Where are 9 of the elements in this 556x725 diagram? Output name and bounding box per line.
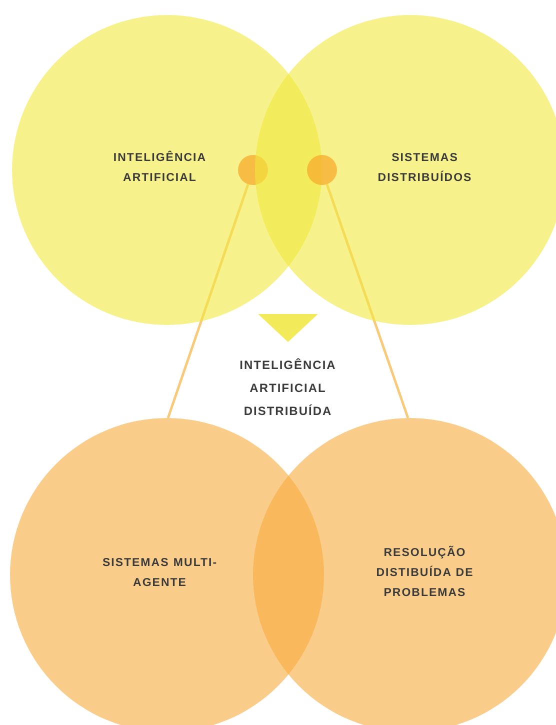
connector-line <box>326 184 410 418</box>
circle-label: SISTEMAS DISTRIBUÍDOS <box>376 151 474 186</box>
center-label: INTELIGÊNCIA ARTIFICIAL DISTRIBUÍDA <box>238 357 338 420</box>
dot-circle <box>238 155 268 185</box>
circle-label: RESOLUÇÃO DISTIBUÍDA DE PROBLEMAS <box>375 544 475 601</box>
connector-line <box>166 184 250 418</box>
circle-label: INTELIGÊNCIA ARTIFICIAL <box>112 150 208 186</box>
circle-label: SISTEMAS MULTI-AGENTE <box>101 556 219 591</box>
dot-circle <box>307 155 337 185</box>
